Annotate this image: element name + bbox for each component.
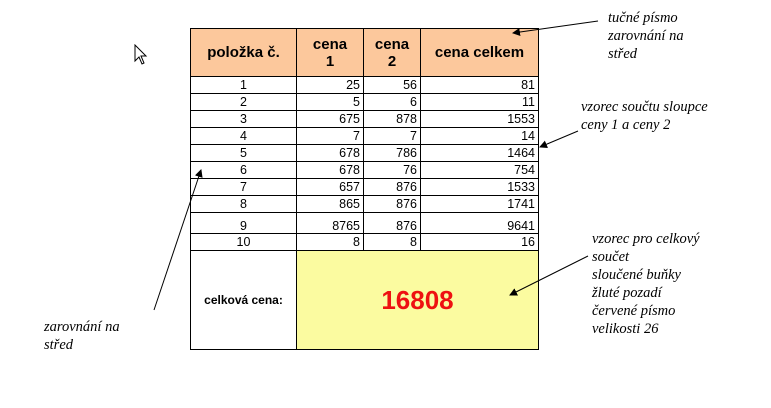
cell-total-price: 1553 — [420, 110, 539, 128]
arrow-to-sum-cell — [539, 130, 579, 148]
note-bold-centered: tučné písmo zarovnání na střed — [608, 10, 684, 62]
cell-total-price: 1741 — [420, 195, 539, 213]
cell-total-price: 81 — [420, 76, 539, 94]
header-price-2: cena 2 — [363, 28, 421, 77]
arrow-to-header — [512, 20, 599, 36]
total-row: celková cena:16808 — [190, 250, 539, 350]
header-price-1: cena 1 — [296, 28, 364, 77]
note-centered: zarovnání na střed — [44, 319, 120, 353]
note-sum-formula: vzorec součtu sloupce ceny 1 a ceny 2 — [581, 99, 708, 133]
mouse-pointer-icon — [134, 44, 148, 65]
header-total-price: cena celkem — [420, 28, 539, 77]
arrow-to-number-column — [153, 169, 203, 311]
arrow-to-total-cell — [509, 255, 589, 296]
total-value: 16808 — [296, 250, 539, 350]
cell-price-1: 657 — [296, 178, 364, 196]
header-row: položka č. cena 1 cena 2 cena celkem — [190, 28, 539, 77]
cell-item-number: 10 — [190, 233, 297, 251]
note-total-formula: vzorec pro celkový součet sloučené buňky… — [592, 231, 700, 337]
cell-price-2: 876 — [363, 178, 421, 196]
cell-price-2: 876 — [363, 195, 421, 213]
total-label: celková cena: — [190, 250, 297, 350]
cell-total-price: 9641 — [420, 212, 539, 234]
